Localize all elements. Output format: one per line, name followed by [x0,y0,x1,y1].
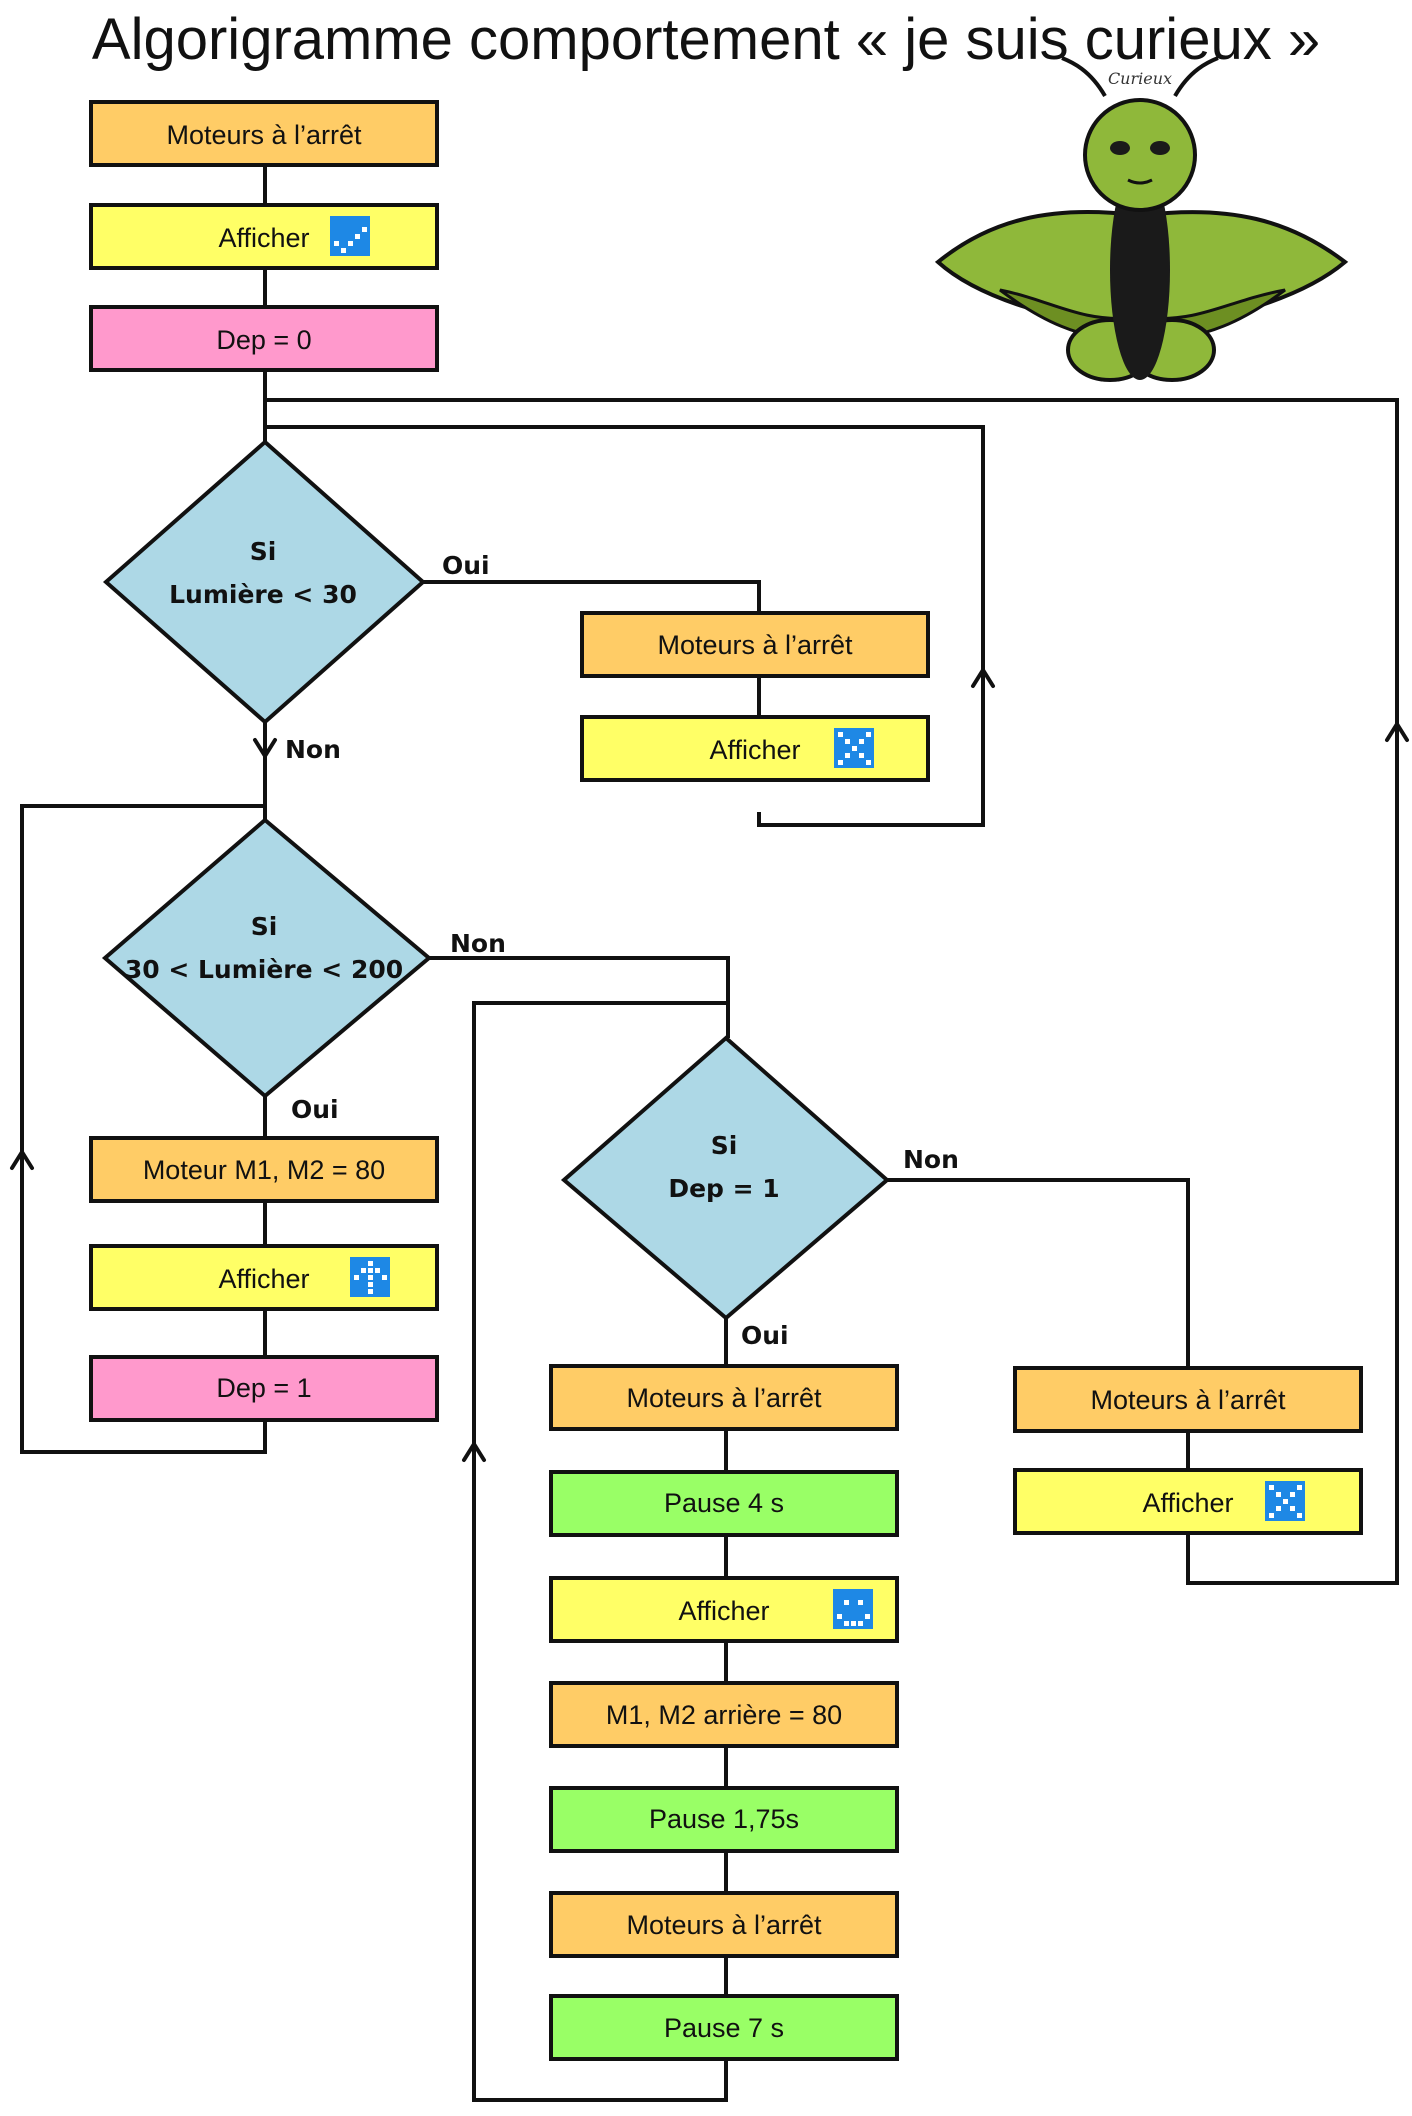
process-box-display: Afficher [1013,1468,1363,1535]
process-box-display: Afficher [89,203,439,270]
svg-text:Pause 7 s: Pause 7 s [664,2013,784,2043]
svg-text:Si: Si [251,912,278,941]
process-box-motors-stop: Moteurs à l’arrêt [549,1891,899,1958]
process-box-pause-4s: Pause 4 s [549,1470,899,1537]
process-box-display: Afficher [89,1244,439,1311]
svg-text:Afficher: Afficher [678,1596,769,1626]
branch-label-yes: Oui [291,1095,339,1124]
svg-text:Afficher: Afficher [218,1264,309,1294]
led-matrix-cross-icon [1265,1481,1305,1521]
branch-label-yes: Oui [442,551,490,580]
svg-text:Dep = 0: Dep = 0 [216,325,311,355]
process-box-motors-stop: Moteurs à l’arrêt [580,611,930,678]
svg-text:Afficher: Afficher [218,223,309,253]
led-matrix-smiley-icon [833,1589,873,1629]
decision-light-mid: Si 30 < Lumière < 200 [101,817,433,1099]
branch-label-no: Non [903,1145,959,1174]
arrow-down [253,738,277,760]
svg-text:Pause 1,75s: Pause 1,75s [649,1804,799,1834]
connectors [20,165,1399,2102]
process-box-pause-7s: Pause 7 s [549,1994,899,2061]
arrow-up [1385,720,1409,742]
svg-text:Afficher: Afficher [1142,1488,1233,1518]
svg-text:30 < Lumière < 200: 30 < Lumière < 200 [125,955,403,984]
svg-text:Dep = 1: Dep = 1 [216,1373,311,1403]
process-box-dep-0: Dep = 0 [89,305,439,372]
svg-text:Afficher: Afficher [709,735,800,765]
process-box-reverse-80: M1, M2 arrière = 80 [549,1681,899,1748]
svg-text:Pause 4 s: Pause 4 s [664,1488,784,1518]
svg-text:Moteurs à l’arrêt: Moteurs à l’arrêt [626,1383,822,1413]
svg-text:Moteurs à l’arrêt: Moteurs à l’arrêt [657,630,853,660]
svg-text:Dep = 1: Dep = 1 [668,1174,779,1203]
process-box-pause-1-75s: Pause 1,75s [549,1786,899,1853]
arrow-up [10,1148,34,1170]
branch-label-no: Non [285,735,341,764]
process-box-motors-stop: Moteurs à l’arrêt [89,100,439,167]
decision-light-low: Si Lumière < 30 [102,439,427,725]
svg-text:Moteurs à l’arrêt: Moteurs à l’arrêt [166,120,362,150]
page-title: Algorigramme comportement « je suis curi… [91,7,1321,72]
arrows [10,666,1409,1462]
led-matrix-cross-icon [834,728,874,768]
process-box-motors-stop: Moteurs à l’arrêt [1013,1366,1363,1433]
arrow-up [971,666,995,688]
process-box-display: Afficher [549,1576,899,1643]
moth-mascot: Curieux [934,56,1349,382]
branch-label-yes: Oui [741,1321,789,1350]
process-box-display: Afficher [580,715,930,782]
svg-text:Si: Si [250,537,277,566]
decision-dep: Si Dep = 1 [560,1035,891,1321]
svg-text:Moteurs à l’arrêt: Moteurs à l’arrêt [626,1910,822,1940]
svg-text:Moteurs à l’arrêt: Moteurs à l’arrêt [1090,1385,1286,1415]
process-box-dep-1: Dep = 1 [89,1355,439,1422]
led-matrix-check-icon [330,216,370,256]
arrow-up [462,1440,486,1462]
svg-text:Moteur M1, M2 = 80: Moteur M1, M2 = 80 [143,1155,385,1185]
svg-text:Lumière < 30: Lumière < 30 [169,580,357,609]
process-box-motors-80: Moteur M1, M2 = 80 [89,1136,439,1203]
branch-label-no: Non [450,929,506,958]
svg-text:M1, M2 arrière = 80: M1, M2 arrière = 80 [606,1700,842,1730]
led-matrix-arrow-up-icon [350,1257,390,1297]
process-box-motors-stop: Moteurs à l’arrêt [549,1364,899,1431]
svg-text:Si: Si [711,1131,738,1160]
mascot-caption: Curieux [1108,69,1172,88]
